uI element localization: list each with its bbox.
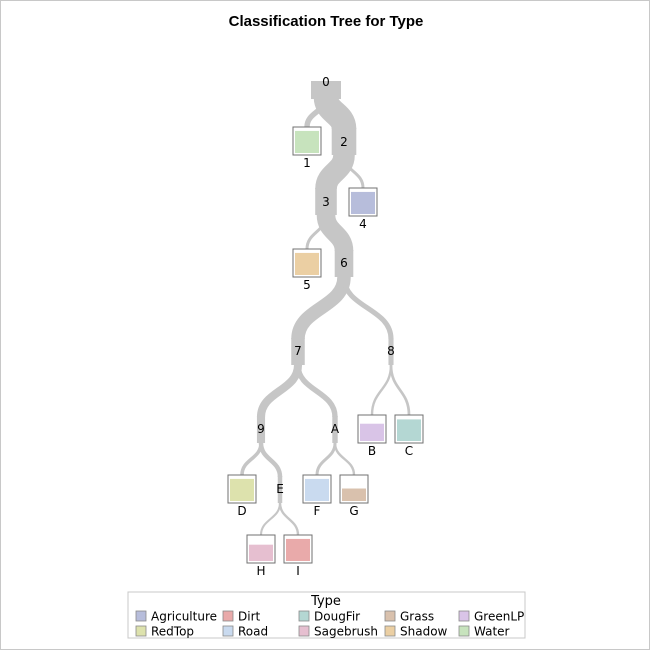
legend-label: Road xyxy=(238,625,268,639)
legend-items: Agriculture Dirt DougFir Grass GreenLP RedTop… xyxy=(135,610,524,639)
node-label-4: 4 xyxy=(359,217,367,231)
tree-branch-9-E xyxy=(258,442,283,478)
tree-branch-6-8 xyxy=(341,276,394,340)
leaf-fill-1 xyxy=(295,130,319,153)
tree-branch-8-B xyxy=(370,364,393,416)
legend-label: DougFir xyxy=(314,610,360,624)
node-label-B: B xyxy=(368,444,376,458)
legend-title: Type xyxy=(310,594,341,609)
leaf-node-B: B xyxy=(357,414,387,458)
tree-branch-A-F xyxy=(315,442,337,476)
leaf-fill-F xyxy=(305,478,329,501)
leaf-fill-D xyxy=(230,478,254,501)
legend: Type Agriculture Dirt DougFir Grass GreenLP R… xyxy=(127,591,526,639)
legend-swatch xyxy=(384,625,396,637)
leaf-fill-5 xyxy=(295,252,319,275)
legend-item-agriculture: Agriculture xyxy=(135,610,217,624)
legend-label: Agriculture xyxy=(151,610,217,624)
tree-branch-2-3 xyxy=(315,153,355,191)
legend-label: RedTop xyxy=(151,625,194,639)
leaf-fill-C xyxy=(397,419,421,441)
leaf-node-C: C xyxy=(394,414,424,458)
node-label-I: I xyxy=(296,564,300,578)
tree-branch-7-9 xyxy=(256,364,303,418)
legend-swatch xyxy=(222,610,234,622)
node-label-0: 0 xyxy=(322,75,330,89)
leaf-node-F: F xyxy=(302,474,332,518)
node-label-2: 2 xyxy=(340,135,348,149)
tree-branch-9-D xyxy=(240,442,263,476)
node-label-7: 7 xyxy=(294,344,302,358)
node-label-C: C xyxy=(405,444,413,458)
legend-swatch xyxy=(458,625,470,637)
legend-item-dirt: Dirt xyxy=(222,610,261,624)
legend-swatch xyxy=(458,610,470,622)
legend-swatch xyxy=(135,625,147,637)
legend-swatch xyxy=(222,625,234,637)
leaf-node-H: H xyxy=(246,534,276,578)
tree-nodes: 0 1 2 3 4 5 6 7 8 9 A B C D E F G H I xyxy=(227,75,424,578)
legend-label: Water xyxy=(474,625,510,639)
leaf-fill-H xyxy=(249,544,273,561)
node-label-3: 3 xyxy=(322,195,330,209)
legend-swatch xyxy=(135,610,147,622)
legend-swatch xyxy=(298,610,310,622)
tree-branch-E-I xyxy=(278,502,300,536)
legend-label: Dirt xyxy=(238,610,261,624)
node-label-5: 5 xyxy=(303,278,311,292)
legend-swatch xyxy=(384,610,396,622)
legend-label: Grass xyxy=(400,610,434,624)
node-label-9: 9 xyxy=(257,422,265,436)
leaf-node-I: I xyxy=(283,534,313,578)
chart-title: Classification Tree for Type xyxy=(229,13,424,30)
tree-branch-2-4 xyxy=(342,154,365,189)
node-label-E: E xyxy=(276,482,284,496)
tree-branch-E-H xyxy=(259,502,282,536)
node-label-F: F xyxy=(314,504,321,518)
legend-label: Shadow xyxy=(400,625,448,639)
tree-branch-A-G xyxy=(333,442,356,476)
legend-item-water: Water xyxy=(458,625,510,639)
node-label-8: 8 xyxy=(387,344,395,358)
legend-item-redtop: RedTop xyxy=(135,625,194,639)
leaf-node-G: G xyxy=(339,474,369,518)
tree-branch-0-2 xyxy=(313,95,357,131)
leaf-fill-B xyxy=(360,423,384,441)
leaf-node-D: D xyxy=(227,474,257,518)
tree-branch-3-6 xyxy=(316,213,354,253)
node-label-H: H xyxy=(256,564,265,578)
legend-label: Sagebrush xyxy=(314,625,378,639)
node-label-D: D xyxy=(237,504,246,518)
legend-item-sagebrush: Sagebrush xyxy=(298,625,378,639)
legend-item-dougfir: DougFir xyxy=(298,610,360,624)
leaf-fill-4 xyxy=(351,191,375,214)
node-label-6: 6 xyxy=(340,256,348,270)
node-label-A: A xyxy=(331,422,340,436)
leaf-fill-I xyxy=(286,538,310,561)
legend-item-greenlp: GreenLP xyxy=(458,610,524,624)
legend-item-grass: Grass xyxy=(384,610,434,624)
leaf-node-5: 5 xyxy=(292,248,322,292)
legend-label: GreenLP xyxy=(474,610,524,624)
legend-item-road: Road xyxy=(222,625,268,639)
legend-item-shadow: Shadow xyxy=(384,625,448,639)
legend-swatch xyxy=(298,625,310,637)
tree-branch-7-A xyxy=(295,364,338,418)
tree-branch-8-C xyxy=(389,364,411,416)
leaf-node-4: 4 xyxy=(348,187,378,231)
leaf-fill-G xyxy=(342,488,366,501)
leaf-node-1: 1 xyxy=(292,126,322,170)
tree-branch-6-7 xyxy=(291,276,351,340)
node-label-G: G xyxy=(349,504,358,518)
node-label-1: 1 xyxy=(303,156,311,170)
tree-branches xyxy=(240,81,411,536)
